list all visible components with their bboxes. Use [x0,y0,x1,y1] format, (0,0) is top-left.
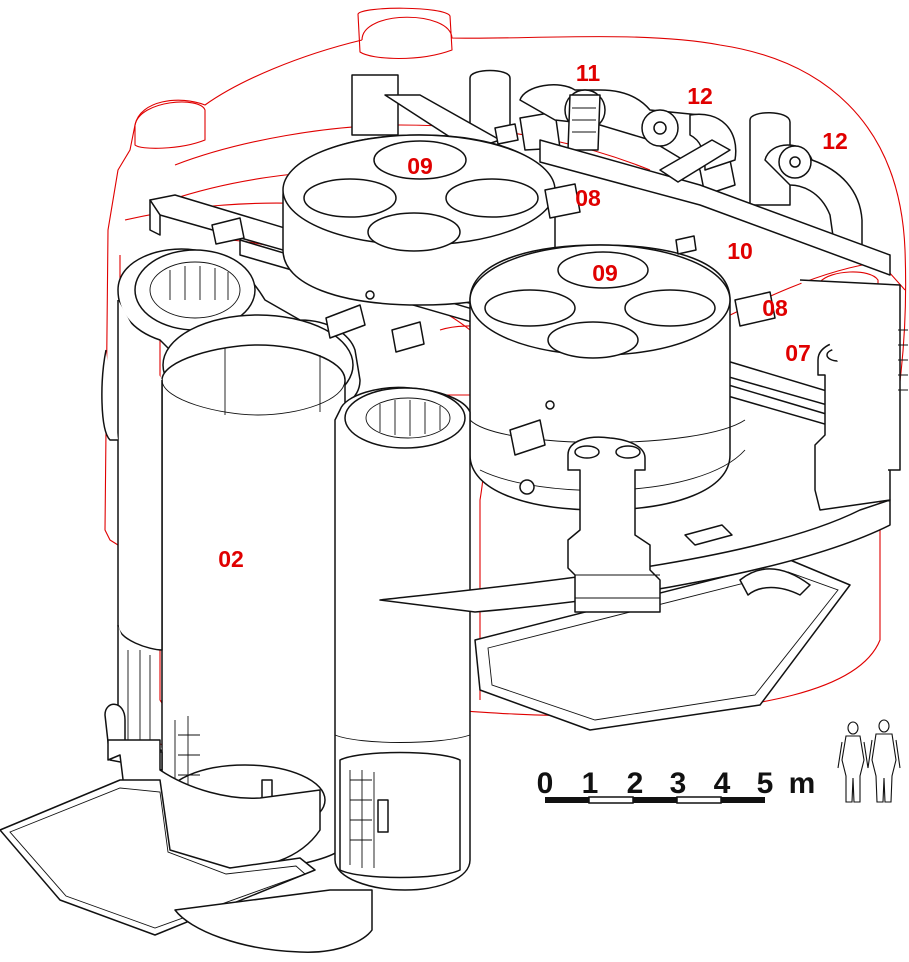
label-09-lower: 09 [592,260,618,286]
scale-segment-2 [588,796,634,804]
beam-brackets [211,123,776,495]
person-left-icon [837,721,869,803]
cylinder-left [101,300,163,771]
label-02: 02 [218,546,244,572]
label-08-lower: 08 [762,295,788,321]
label-12-left: 12 [687,83,713,109]
label-10: 10 [727,238,753,264]
label-08-upper: 08 [575,185,601,211]
label-07: 07 [785,340,811,366]
scale-segment-3 [633,797,677,803]
label-12-right: 12 [822,128,848,154]
scale-tick-3: 3 [670,767,687,800]
scale-segment-1 [545,797,589,803]
support-leg-rear [799,279,908,511]
turret-drum-upper [282,134,556,306]
scale-segment-5 [721,797,765,803]
scale-tick-5: 5 [757,767,774,800]
scale-segment-4 [676,796,722,804]
cylinder-02 [161,344,346,872]
scale-tick-0: 0 [537,767,554,800]
support-leg-front [567,436,661,613]
person-right-icon [867,719,901,803]
scale-tick-4: 4 [714,767,731,800]
label-09-upper: 09 [407,153,433,179]
scale-unit: m [789,767,816,800]
label-11: 11 [576,60,601,86]
scale-tick-2: 2 [627,767,644,800]
scale-bar: 0 1 2 3 4 5 m [537,767,816,804]
component-labels: 02 07 08 08 09 09 10 11 12 12 [218,60,848,572]
base-platform [0,499,891,953]
cylinder-right [334,386,471,891]
human-figures-icon [837,719,901,803]
scale-tick-1: 1 [582,767,599,800]
